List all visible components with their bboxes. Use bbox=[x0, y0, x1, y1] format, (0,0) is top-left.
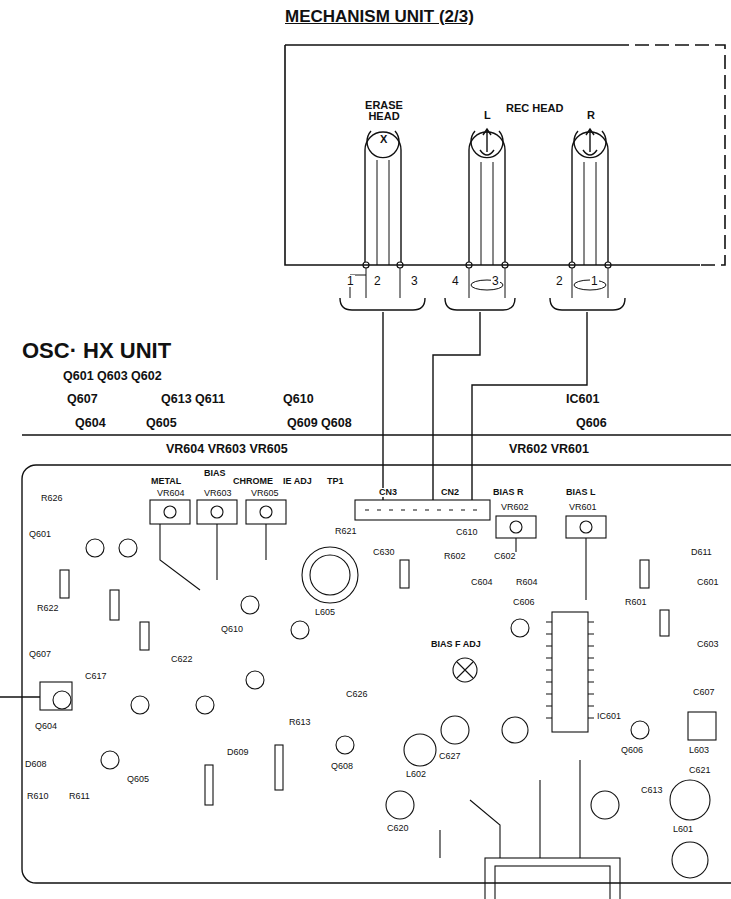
channel-mark: L bbox=[483, 110, 492, 121]
board-marking: CN3 bbox=[378, 488, 398, 497]
component-ref: Q605 bbox=[126, 775, 150, 784]
component-ref: C613 bbox=[640, 786, 664, 795]
board-marking: BIAS R bbox=[492, 488, 525, 497]
part-list: Q609 Q608 bbox=[286, 417, 353, 430]
component-ref: Q608 bbox=[330, 762, 354, 771]
component-ref: Q606 bbox=[620, 746, 644, 755]
component-ref: C627 bbox=[438, 752, 462, 761]
component-ref: R626 bbox=[40, 494, 64, 503]
component-ref: R602 bbox=[443, 552, 467, 561]
pin-number: 2 bbox=[373, 275, 382, 287]
component-ref: L601 bbox=[672, 825, 694, 834]
component-ref: D609 bbox=[226, 748, 250, 757]
component-ref: VR603 bbox=[203, 489, 233, 498]
component-ref: L602 bbox=[405, 770, 427, 779]
mechanism-unit: MECHANISM UNIT (2/3) bbox=[285, 8, 731, 312]
board-marking: BIAS F ADJ bbox=[430, 640, 482, 649]
component-ref: L603 bbox=[688, 746, 710, 755]
component-ref: R611 bbox=[68, 792, 91, 801]
part-list: IC601 bbox=[565, 393, 600, 406]
head-mark: X bbox=[379, 134, 388, 145]
board-marking: BIAS bbox=[203, 469, 227, 478]
pin-number: 4 bbox=[451, 275, 460, 287]
component-ref: C610 bbox=[455, 528, 479, 537]
component-ref: VR601 bbox=[568, 503, 598, 512]
component-ref: VR605 bbox=[250, 489, 280, 498]
pin-number: 1 bbox=[346, 275, 355, 287]
component-ref: C617 bbox=[84, 672, 108, 681]
head-wire bbox=[382, 312, 383, 465]
component-ref: R622 bbox=[36, 604, 60, 613]
part-list: Q610 bbox=[282, 393, 315, 406]
unit-outline bbox=[22, 335, 731, 899]
component-ref: R601 bbox=[624, 598, 648, 607]
component-ref: R621 bbox=[334, 527, 358, 536]
component-ref: C630 bbox=[372, 548, 396, 557]
component-ref: D608 bbox=[24, 760, 48, 769]
component-ref: C622 bbox=[170, 655, 194, 664]
head-label: ERASE HEAD bbox=[360, 100, 408, 122]
board-marking: CN2 bbox=[440, 488, 460, 497]
part-list: Q606 bbox=[575, 417, 608, 430]
board-marking: BIAS L bbox=[565, 488, 597, 497]
component-ref: C621 bbox=[688, 766, 712, 775]
component-ref: L605 bbox=[314, 608, 336, 617]
part-list: Q613 Q611 bbox=[160, 393, 226, 406]
component-ref: C604 bbox=[470, 578, 494, 587]
component-ref: Q610 bbox=[220, 625, 244, 634]
component-ref: VR602 bbox=[500, 503, 530, 512]
board-marking: CHROME bbox=[232, 477, 274, 486]
component-ref: R610 bbox=[26, 792, 50, 801]
head-label: REC HEAD bbox=[505, 103, 564, 114]
part-list: VR604 VR603 VR605 bbox=[165, 443, 289, 456]
component-ref: C626 bbox=[345, 690, 369, 699]
pin-number: 2 bbox=[555, 275, 564, 287]
board-marking: METAL bbox=[150, 477, 182, 486]
component-ref: C601 bbox=[696, 578, 720, 587]
component-ref: Q604 bbox=[34, 722, 58, 731]
unit-title: MECHANISM UNIT (2/3) bbox=[285, 8, 474, 27]
head-wire bbox=[433, 312, 480, 465]
pin-number: 1 bbox=[590, 275, 599, 287]
component-ref: Q607 bbox=[28, 650, 52, 659]
component-ref: R613 bbox=[288, 718, 312, 727]
component-ref: C602 bbox=[493, 552, 517, 561]
component-ref: C606 bbox=[512, 598, 536, 607]
part-list: Q607 bbox=[66, 393, 99, 406]
unit-outline bbox=[285, 8, 731, 312]
part-list: VR602 VR601 bbox=[508, 443, 590, 456]
channel-mark: R bbox=[586, 110, 596, 121]
component-ref: C620 bbox=[386, 824, 410, 833]
component-ref: C603 bbox=[696, 640, 720, 649]
board-marking: IE ADJ bbox=[282, 477, 313, 486]
board-marking: TP1 bbox=[326, 477, 345, 486]
component-ref: R604 bbox=[515, 578, 539, 587]
component-ref: D611 bbox=[690, 548, 713, 557]
pin-number: 3 bbox=[410, 275, 419, 287]
part-list: Q605 bbox=[145, 417, 178, 430]
unit-title: OSC· HX UNIT bbox=[22, 339, 171, 363]
component-ref: C607 bbox=[692, 688, 716, 697]
part-list: Q601 Q603 Q602 bbox=[62, 370, 163, 383]
pcb-board: OSC· HX UNIT bbox=[22, 335, 731, 899]
part-list: Q604 bbox=[74, 417, 107, 430]
component-ref: VR604 bbox=[156, 489, 186, 498]
component-ref: IC601 bbox=[596, 712, 622, 721]
pin-number: 3 bbox=[491, 275, 500, 287]
component-ref: Q601 bbox=[28, 530, 52, 539]
